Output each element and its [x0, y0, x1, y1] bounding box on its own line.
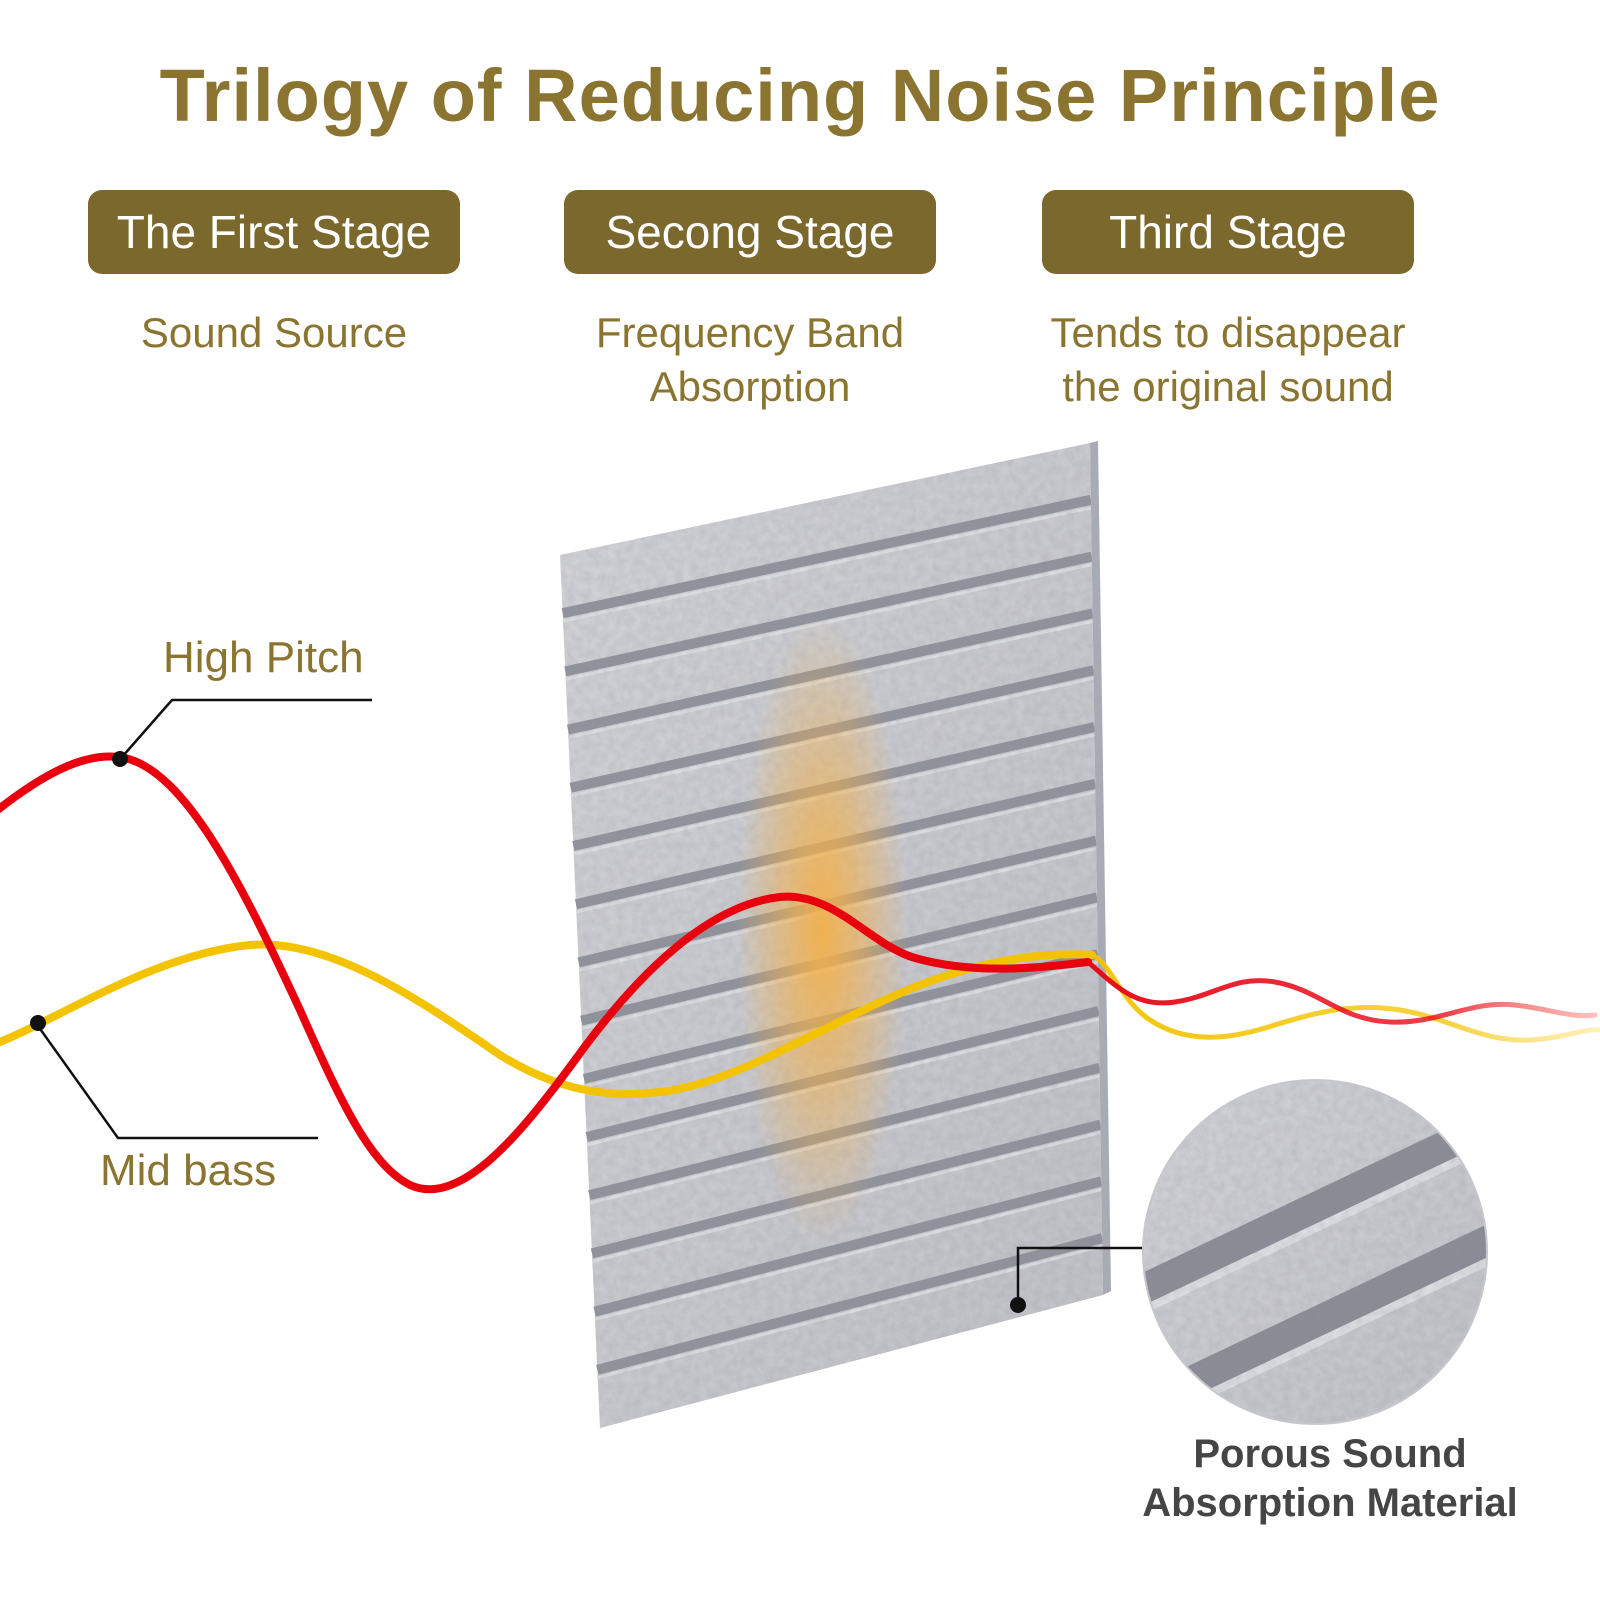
- stage-badge-first: The First Stage: [88, 190, 460, 274]
- inset-label: Porous Sound Absorption Material: [1110, 1430, 1550, 1528]
- stage-description-line: the original sound: [1062, 362, 1394, 410]
- inset-groove: [1143, 1101, 1487, 1314]
- page-title: Trilogy of Reducing Noise Principle: [159, 54, 1441, 137]
- panel-side-edge: [1090, 441, 1111, 1295]
- stage-description-line: Tends to disappear: [1050, 309, 1406, 356]
- panel-groove: [561, 494, 1092, 619]
- panel-groove: [594, 1187, 1102, 1322]
- high-pitch-label: High Pitch: [163, 633, 364, 682]
- inset-groove-highlight: [1143, 1132, 1487, 1325]
- inset-callout-line: [1016, 1246, 1146, 1303]
- stage-description-third: Tends to disappear the original sound: [1024, 306, 1432, 414]
- stage-badge-second: Secong Stage: [564, 190, 936, 274]
- mid-bass-wave-attenuated: [1089, 952, 1600, 1043]
- high-pitch-wave: [0, 752, 1092, 1194]
- stage-description-line: Absorption: [649, 362, 851, 410]
- high-pitch-callout-dot: [112, 751, 128, 767]
- material-closeup-inset: [1142, 1079, 1488, 1425]
- callouts: [36, 698, 1146, 1303]
- inset-circle-border: [1142, 1079, 1488, 1425]
- panel-groove: [562, 506, 1092, 623]
- stage-description-second: Frequency Band Absorption: [546, 306, 954, 414]
- inset-callout-dot: [1010, 1297, 1026, 1313]
- stage-description-line: Frequency Band: [595, 309, 905, 356]
- stage-badge-third: Third Stage: [1042, 190, 1414, 274]
- inset-label-line2: Absorption Material: [1142, 1480, 1518, 1525]
- panel-groove: [564, 551, 1093, 677]
- mid-bass-label: Mid bass: [100, 1146, 277, 1195]
- high-pitch-wave-attenuated: [1085, 959, 1598, 1025]
- stage-description-line: Sound Source: [140, 309, 408, 356]
- mid-bass-callout-line: [36, 1025, 318, 1140]
- inset-label-line1: Porous Sound: [1193, 1432, 1467, 1476]
- mid-bass-callout-dot: [30, 1015, 46, 1031]
- stage-description-first: Sound Source: [70, 306, 478, 360]
- high-pitch-callout-line: [121, 698, 372, 758]
- absorption-glow: [737, 615, 907, 1245]
- panel-groove: [593, 1176, 1103, 1317]
